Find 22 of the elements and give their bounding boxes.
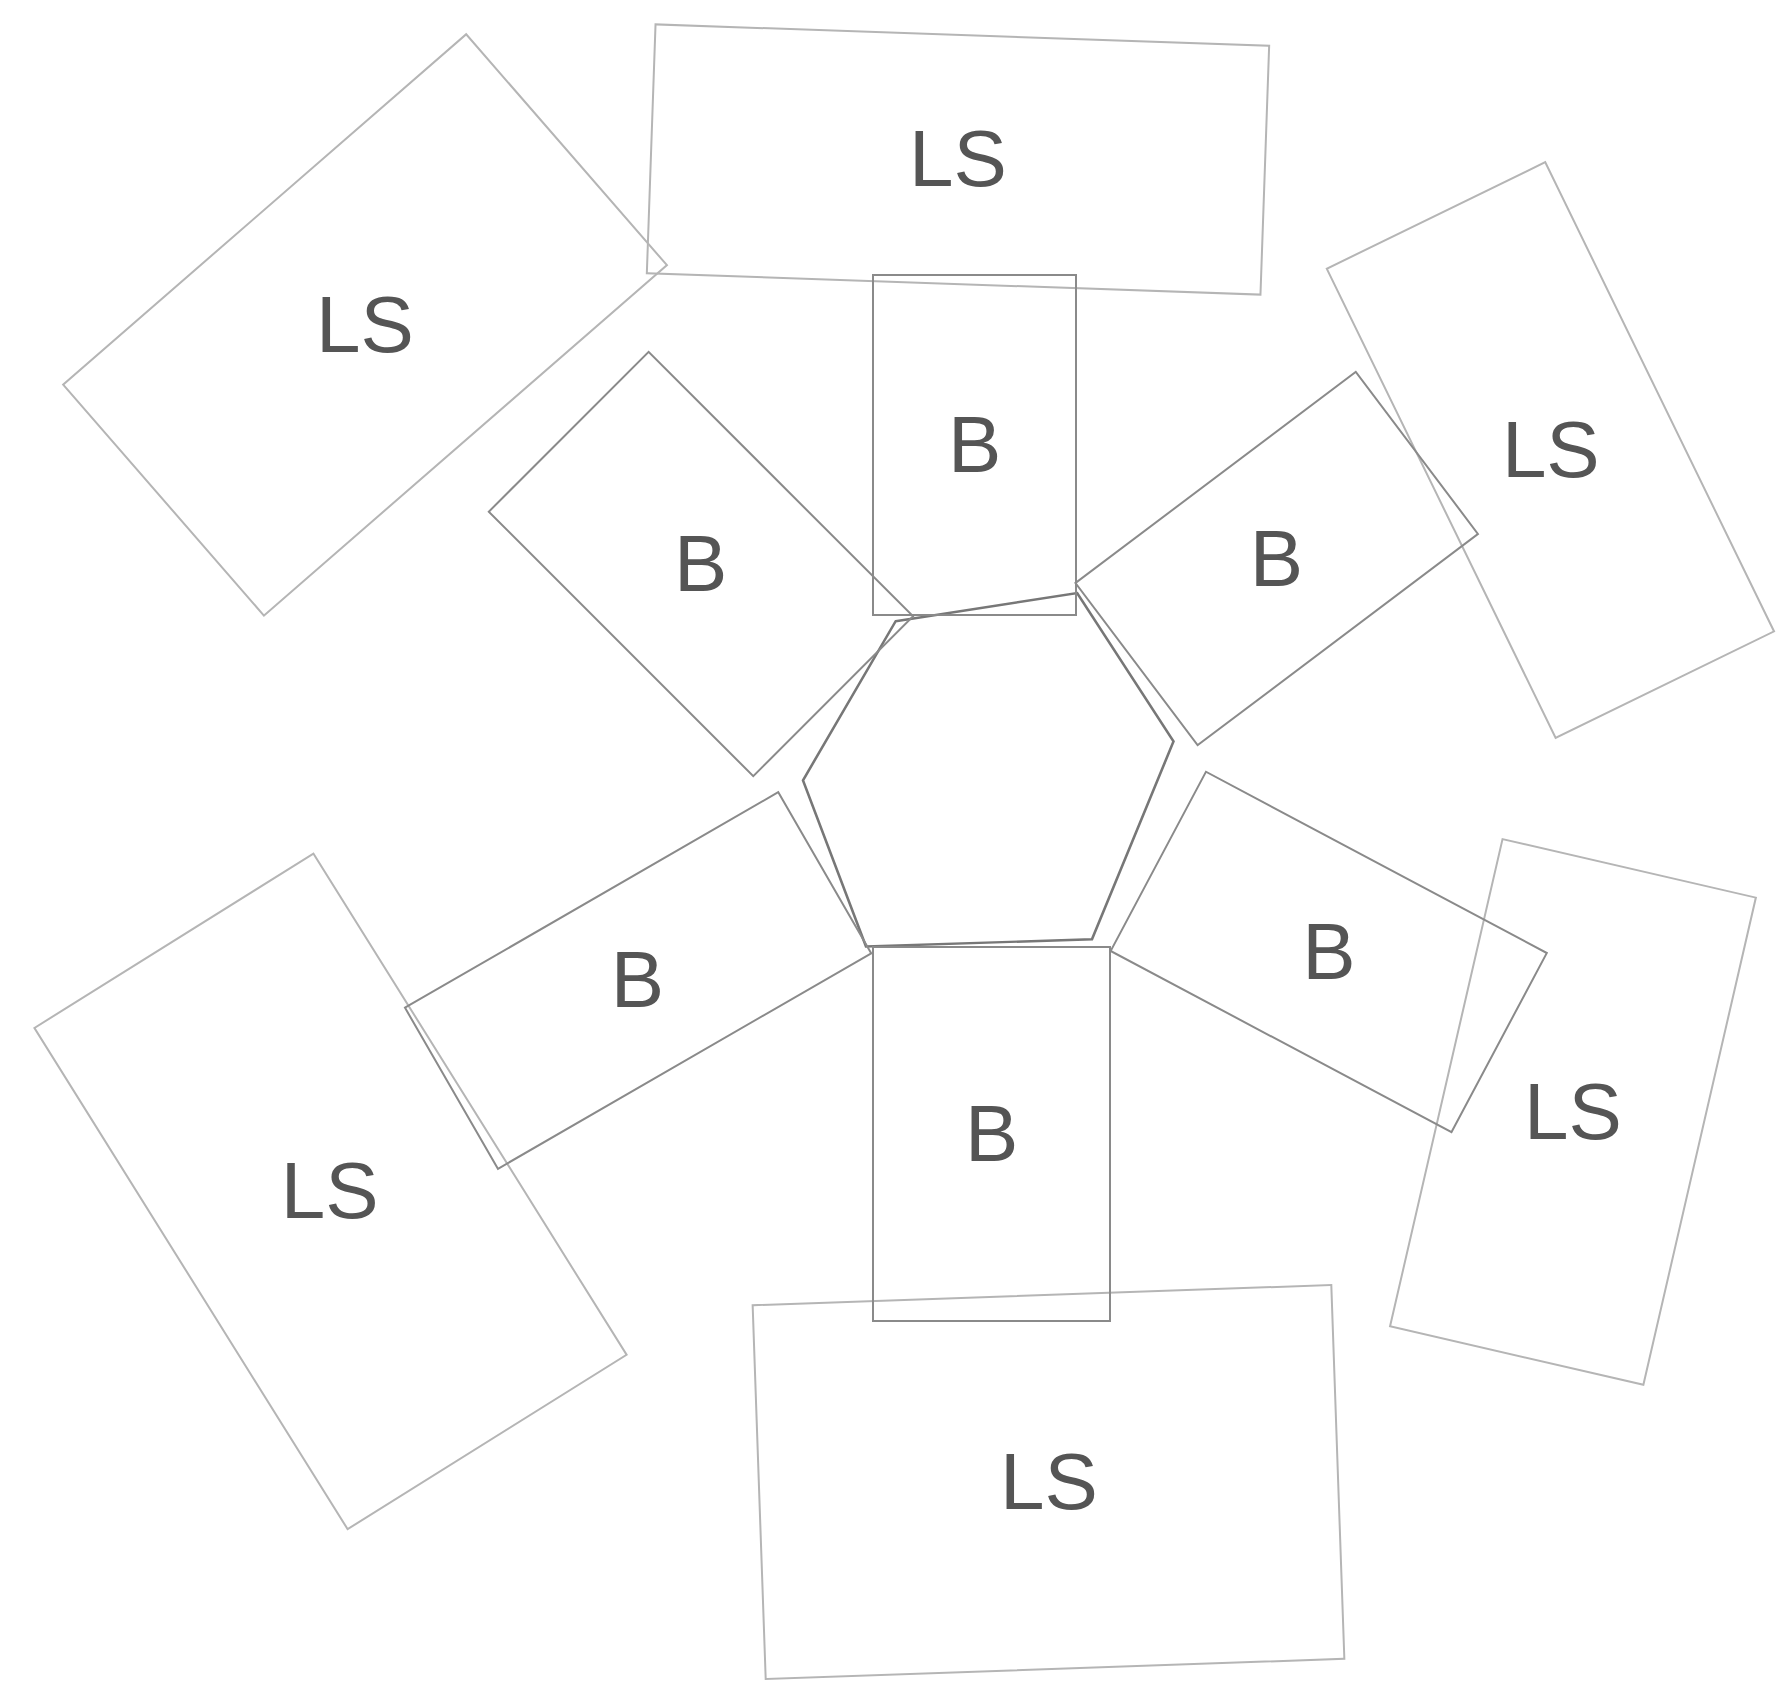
inner-box bbox=[403, 790, 873, 1171]
box-letters: B bbox=[674, 518, 728, 611]
box-letters: LS bbox=[908, 113, 1007, 206]
box-letters: LS bbox=[315, 278, 414, 371]
box-letters: B bbox=[1250, 512, 1304, 605]
outer-box bbox=[1389, 837, 1758, 1386]
inner-box bbox=[1073, 370, 1480, 747]
inner-box bbox=[872, 273, 1078, 616]
outer-box bbox=[1325, 160, 1776, 740]
outer-box bbox=[645, 23, 1270, 296]
inner-box bbox=[872, 946, 1112, 1323]
box-letters: B bbox=[611, 934, 666, 1027]
box-letters: LS bbox=[1501, 404, 1600, 497]
inner-box bbox=[487, 350, 915, 778]
outer-box bbox=[61, 33, 668, 617]
box-letters: LS bbox=[281, 1145, 380, 1238]
box-letters: B bbox=[948, 398, 1002, 491]
box-letters: LS bbox=[1524, 1065, 1623, 1158]
box-letters: B bbox=[1301, 905, 1355, 998]
box-letters: LS bbox=[999, 1436, 1098, 1528]
box-letters: B bbox=[965, 1088, 1019, 1181]
outer-box bbox=[751, 1283, 1346, 1681]
